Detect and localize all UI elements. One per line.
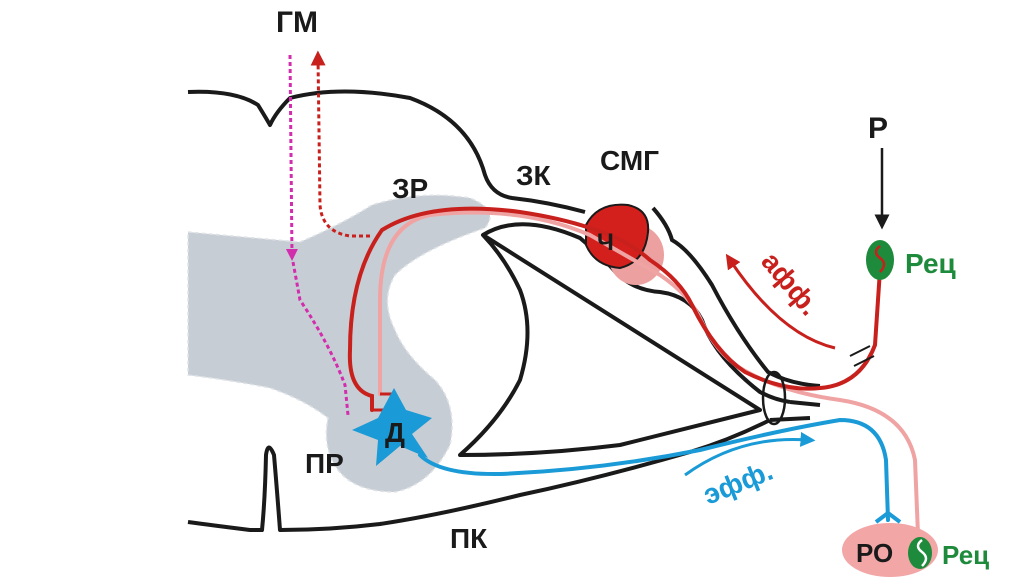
label-p: Р: [868, 112, 888, 145]
spinal-nerve-outline: [769, 400, 821, 422]
afferent-fiber: [347, 206, 882, 412]
label-pk: ПК: [450, 523, 488, 554]
nerve-sheath-ring: [761, 370, 787, 426]
label-zk: ЗК: [516, 160, 552, 191]
ascending-fiber: [310, 50, 370, 238]
receptor-top-squiggle: [874, 245, 886, 273]
root-loop: [458, 222, 791, 457]
label-smg: СМГ: [600, 145, 659, 176]
label-gm: ГМ: [276, 6, 318, 39]
receptor-bottom-squiggle: [916, 539, 928, 567]
afferent-light-fiber: [378, 210, 920, 537]
receptor-top: [866, 240, 894, 280]
label-rec-bottom: Рец: [942, 540, 989, 570]
dorsal-root-contour: [651, 206, 821, 388]
descending-fiber: [285, 54, 298, 261]
label-d: Д: [385, 417, 405, 448]
afferent-arrow: [725, 253, 836, 350]
fiber-break-marks: [849, 345, 875, 367]
motor-neuron-star: [352, 388, 432, 466]
label-zr: ЗР: [392, 173, 428, 204]
efferent-terminal: [874, 510, 902, 524]
descending-fiber-lower: [291, 261, 350, 416]
label-pr: ПР: [305, 448, 344, 479]
efferent-arrow: [684, 431, 816, 477]
efferent-fiber: [418, 417, 890, 522]
label-rec-top: Рец: [905, 248, 956, 279]
spinal-cord-outline-top: [187, 89, 586, 214]
label-eff: эфф.: [699, 455, 778, 511]
spinal-cord-outline-bottom: [187, 418, 771, 532]
label-ch: Ч: [597, 229, 614, 256]
label-ro: РО: [856, 538, 893, 568]
label-aff: афф.: [755, 246, 825, 321]
